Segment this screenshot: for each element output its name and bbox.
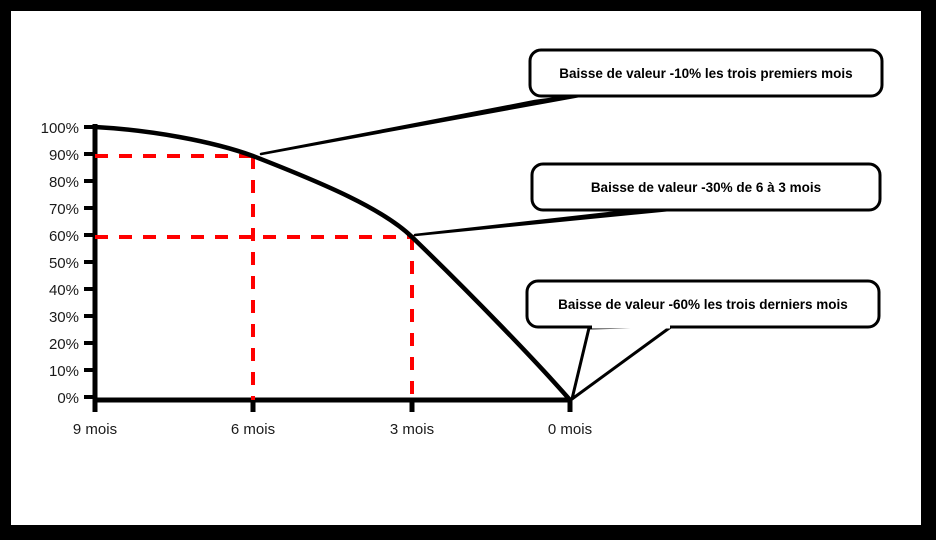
y-tick-label-30: 30%: [49, 309, 79, 326]
callout-1-tail: [259, 91, 598, 156]
callout-3-group[interactable]: Baisse de valeur -60% les trois derniers…: [525, 279, 881, 401]
x-tick-labels: 9 mois 6 mois 3 mois 0 mois: [73, 421, 592, 438]
callout-3-tail: [570, 324, 674, 401]
callout-2-group[interactable]: Baisse de valeur -30% de 6 à 3 mois: [413, 162, 882, 237]
y-tick-label-10: 10%: [49, 363, 79, 380]
y-tick-label-40: 40%: [49, 282, 79, 299]
callout-2-box[interactable]: [530, 162, 882, 212]
y-tick-label-0: 0%: [57, 390, 79, 407]
x-tick-label-3mois: 3 mois: [390, 421, 434, 438]
callout-3-box[interactable]: [525, 279, 881, 329]
y-tick-label-90: 90%: [49, 147, 79, 164]
depreciation-curve: [92, 124, 573, 403]
callout-1-label: Baisse de valeur -10% les trois premiers…: [559, 66, 852, 81]
y-tick-label-100: 100%: [41, 120, 79, 137]
y-tick-labels: 100% 90% 80% 70% 60% 50% 40% 30% 20% 10%…: [41, 120, 79, 407]
x-tick-label-6mois: 6 mois: [231, 421, 275, 438]
x-tick-marks: [92, 400, 573, 412]
callout-3-label: Baisse de valeur -60% les trois derniers…: [558, 297, 848, 312]
y-tick-label-60: 60%: [49, 228, 79, 245]
y-tick-marks: [84, 125, 95, 399]
y-tick-label-20: 20%: [49, 336, 79, 353]
callout-2-label: Baisse de valeur -30% de 6 à 3 mois: [591, 180, 821, 195]
y-tick-label-70: 70%: [49, 201, 79, 218]
guide-lines-group: [95, 154, 414, 400]
axes-group: [92, 124, 572, 403]
x-tick-label-0mois: 0 mois: [548, 421, 592, 438]
x-tick-label-9mois: 9 mois: [73, 421, 117, 438]
y-tick-label-50: 50%: [49, 255, 79, 272]
callout-1-box[interactable]: [528, 48, 884, 98]
y-tick-label-80: 80%: [49, 174, 79, 191]
callout-1-group[interactable]: Baisse de valeur -10% les trois premiers…: [259, 48, 884, 156]
